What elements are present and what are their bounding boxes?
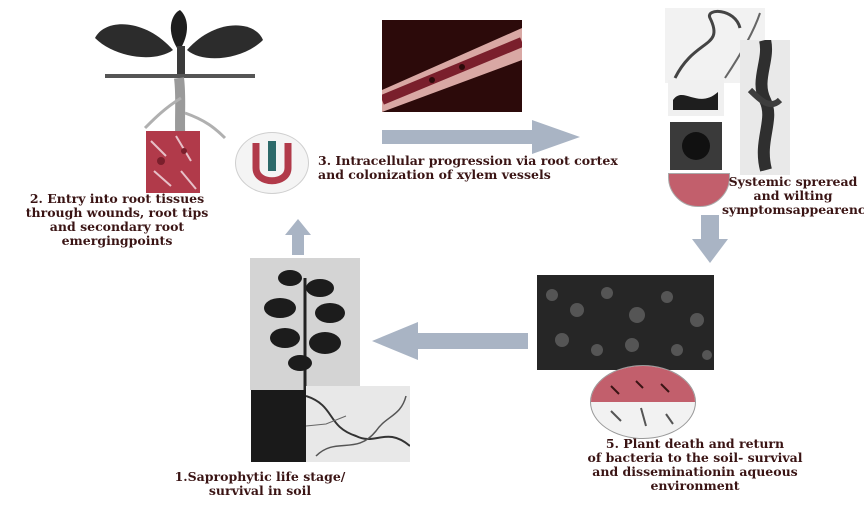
stage-3-progression-caption: 3. Intracellular progression via root co…	[318, 154, 658, 182]
stage-2-entry-caption: 2. Entry into root tissues through wound…	[12, 192, 222, 248]
stage-1-saprophytic-caption: 1.Saprophytic life stage/ survival in so…	[150, 470, 370, 498]
tomato-plant-photo	[250, 258, 360, 390]
wilted-plant-photo	[740, 40, 790, 175]
soil-dark-photo	[251, 390, 306, 462]
stage-4-systemic-caption: Systemic spreread and wilting symptomsap…	[722, 175, 864, 217]
bacterial-ooze-dish	[668, 173, 730, 207]
arrow-stage-2-to-3	[382, 120, 582, 154]
arrow-stage-5-to-1	[372, 322, 528, 360]
dead-plants-field-photo	[537, 275, 714, 370]
arrow-stage-1-to-2	[285, 219, 311, 255]
stage-5-death-caption: 5. Plant death and return of bacteria to…	[565, 437, 825, 493]
soil-bacteria-dish	[590, 365, 696, 439]
root-tissue-micrograph	[146, 131, 200, 193]
soil-roots-photo	[306, 386, 410, 462]
arrow-stage-3-to-4	[692, 215, 728, 263]
xylem-vessel-micrograph	[382, 20, 522, 112]
stem-symptom-photo-2	[670, 122, 722, 170]
root-tip-cross-section	[235, 132, 309, 194]
stem-symptom-photo-1	[668, 80, 724, 116]
